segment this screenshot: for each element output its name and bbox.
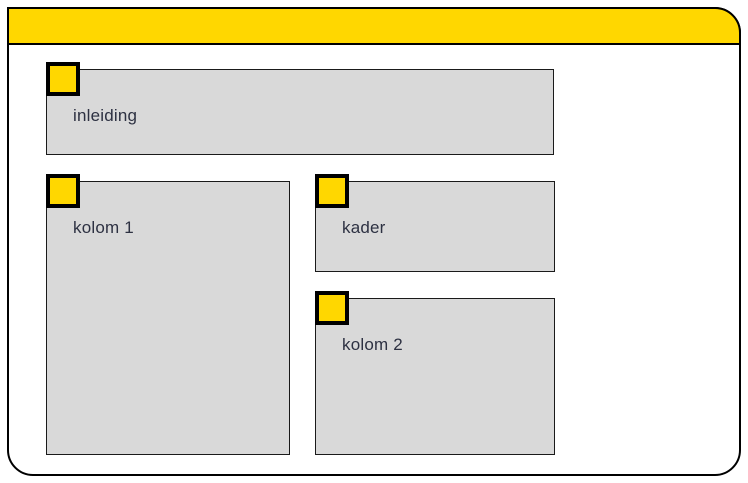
content-box-label: kolom 2 xyxy=(342,335,403,354)
content-box-kader[interactable]: kader xyxy=(315,174,555,272)
yellow-square-marker-icon xyxy=(315,291,349,325)
content-box-kolom-1[interactable]: kolom 1 xyxy=(46,174,290,455)
yellow-square-marker-icon xyxy=(46,62,80,96)
window-titlebar[interactable] xyxy=(7,7,741,45)
content-box-inleiding[interactable]: inleiding xyxy=(46,62,554,155)
yellow-square-marker-icon xyxy=(315,174,349,208)
yellow-square-marker-icon xyxy=(46,174,80,208)
content-box-label: kader xyxy=(342,218,386,237)
content-box-label: inleiding xyxy=(73,106,138,125)
content-box-label: kolom 1 xyxy=(73,218,134,237)
content-box-kolom-2[interactable]: kolom 2 xyxy=(315,291,555,455)
